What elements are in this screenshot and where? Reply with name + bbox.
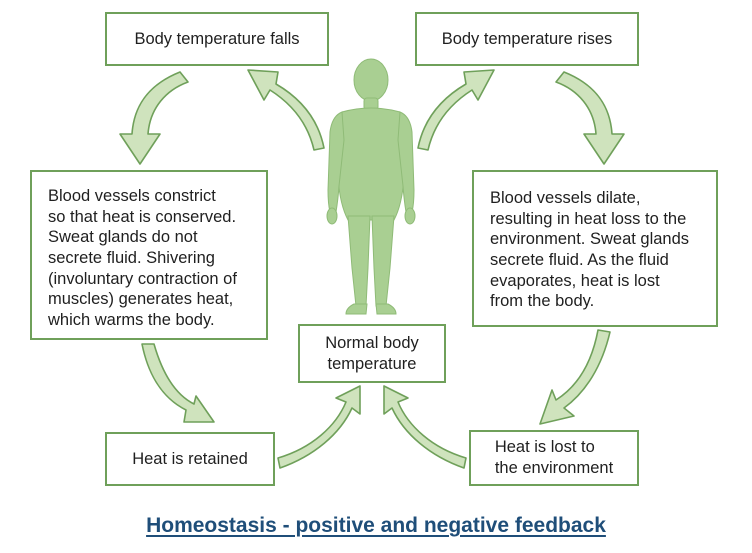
dilate-line-6: from the body. [490,292,595,311]
dilate-line-5: evaporates, heat is lost [490,271,660,290]
vessels-dilate-box: Blood vessels dilate, resulting in heat … [472,170,718,327]
normal-temperature-box: Normal body temperature [298,324,446,383]
temperature-rises-label: Body temperature rises [441,29,613,48]
arrow-to-vessels-constrict [119,71,189,165]
temperature-rises-box: Body temperature rises [415,12,639,66]
normal-line-1: Normal body [325,333,419,352]
temperature-falls-label: Body temperature falls [134,29,300,48]
arrow-from-heat-lost-to-normal [383,385,467,469]
diagram-caption: Homeostasis - positive and negative feed… [146,514,606,537]
constrict-line-5: (involuntary contraction of [48,269,237,288]
dilate-line-3: environment. Sweat glands [490,230,690,249]
constrict-line-3: Sweat glands do not [48,228,198,247]
heat-retained-label: Heat is retained [132,449,248,468]
dilate-line-4: secrete fluid. As the fluid [490,250,669,269]
heat-lost-line-1: Heat is lost to [494,438,595,457]
arrow-to-vessels-dilate [555,71,625,165]
temperature-falls-box: Body temperature falls [105,12,329,66]
dilate-line-1: Blood vessels dilate, [490,189,641,207]
heat-retained-box: Heat is retained [105,432,275,486]
constrict-line-6: muscles) generates heat, [48,290,234,309]
arrow-to-heat-retained [141,343,215,423]
constrict-line-4: secrete fluid. Shivering [48,248,215,267]
constrict-line-2: so that heat is conserved. [48,207,237,226]
constrict-line-1: Blood vessels constrict [48,187,216,205]
heat-lost-box: Heat is lost to the environment [469,430,639,486]
arrow-from-heat-retained-to-normal [277,385,361,469]
heat-lost-line-2: the environment [494,459,614,477]
dilate-line-2: resulting in heat loss to the [490,209,687,228]
arrow-to-heat-lost [539,329,611,425]
human-figure-icon [326,58,416,315]
arrow-to-temperature-falls [247,69,325,151]
normal-line-2: temperature [327,354,417,373]
arrow-to-temperature-rises [417,69,495,151]
vessels-constrict-box: Blood vessels constrict so that heat is … [30,170,268,340]
constrict-line-7: which warms the body. [48,310,215,329]
